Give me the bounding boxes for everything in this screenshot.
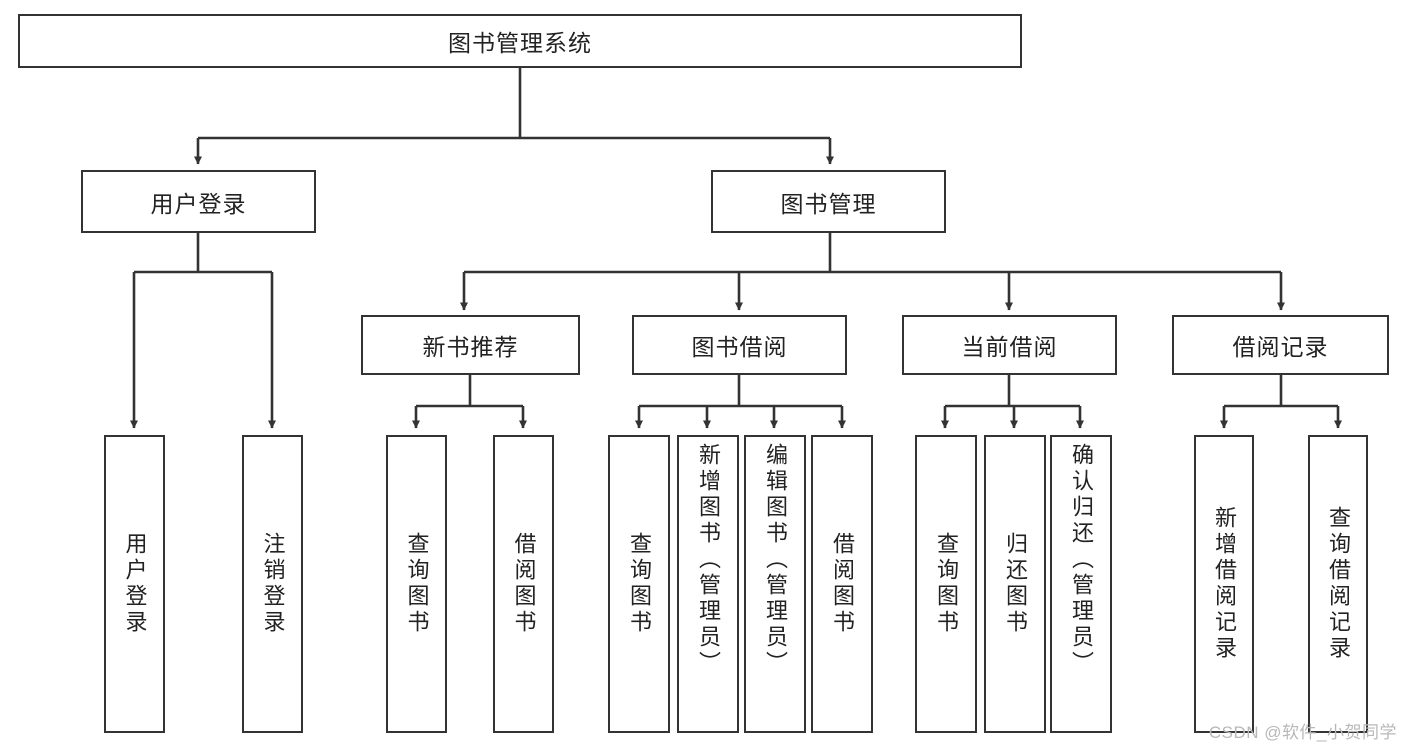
node-current-borrow[interactable]: 当前借阅 xyxy=(902,315,1117,375)
leaf-book-borrow-query-book[interactable]: 查询图书 xyxy=(608,435,670,733)
leaf-new-book-borrow-book[interactable]: 借阅图书 xyxy=(493,435,554,733)
node-book-manage-label: 图书管理 xyxy=(780,190,877,217)
node-current-borrow-label: 当前借阅 xyxy=(961,334,1058,360)
node-book-manage[interactable]: 图书管理 xyxy=(711,170,946,233)
leaf-book-borrow-add-book[interactable]: 新增图书（管理员） xyxy=(677,435,739,733)
node-borrow-record[interactable]: 借阅记录 xyxy=(1172,315,1389,375)
leaf-label: 查询借阅记录 xyxy=(1326,506,1351,662)
leaf-user-login-logout[interactable]: 注销登录 xyxy=(242,435,303,733)
leaf-current-borrow-return-book[interactable]: 归还图书 xyxy=(984,435,1046,733)
leaf-label: 归还图书 xyxy=(1003,532,1028,636)
node-root-label: 图书管理系统 xyxy=(448,30,592,56)
node-user-login-label: 用户登录 xyxy=(150,190,247,217)
node-user-login[interactable]: 用户登录 xyxy=(81,170,316,233)
leaf-new-book-query-book[interactable]: 查询图书 xyxy=(386,435,447,733)
leaf-current-borrow-query-book[interactable]: 查询图书 xyxy=(915,435,977,733)
node-new-book-recommend-label: 新书推荐 xyxy=(422,334,519,360)
leaf-borrow-record-query-record[interactable]: 查询借阅记录 xyxy=(1308,435,1368,733)
node-borrow-record-label: 借阅记录 xyxy=(1232,334,1329,360)
leaf-label: 借阅图书 xyxy=(830,532,855,636)
node-book-borrow[interactable]: 图书借阅 xyxy=(632,315,847,375)
node-new-book-recommend[interactable]: 新书推荐 xyxy=(361,315,580,375)
leaf-label: 用户登录 xyxy=(122,532,148,636)
leaf-label: 确认归还（管理员） xyxy=(1069,443,1094,677)
leaf-label: 编辑图书（管理员） xyxy=(763,443,788,677)
leaf-book-borrow-borrow-book[interactable]: 借阅图书 xyxy=(811,435,873,733)
leaf-book-borrow-edit-book[interactable]: 编辑图书（管理员） xyxy=(744,435,806,733)
csdn-watermark: CSDN @软件_小贺同学 xyxy=(1208,723,1397,742)
leaf-user-login-login[interactable]: 用户登录 xyxy=(104,435,165,733)
leaf-label: 查询图书 xyxy=(934,532,959,636)
leaf-label: 查询图书 xyxy=(627,532,652,636)
node-book-borrow-label: 图书借阅 xyxy=(691,334,788,360)
node-root[interactable]: 图书管理系统 xyxy=(18,14,1022,68)
leaf-label: 注销登录 xyxy=(260,532,286,636)
leaf-label: 新增图书（管理员） xyxy=(696,443,721,677)
leaf-current-borrow-confirm-return[interactable]: 确认归还（管理员） xyxy=(1050,435,1112,733)
leaf-label: 查询图书 xyxy=(404,532,430,636)
leaf-borrow-record-add-record[interactable]: 新增借阅记录 xyxy=(1194,435,1254,733)
leaf-label: 借阅图书 xyxy=(511,532,537,636)
leaf-label: 新增借阅记录 xyxy=(1212,506,1237,662)
